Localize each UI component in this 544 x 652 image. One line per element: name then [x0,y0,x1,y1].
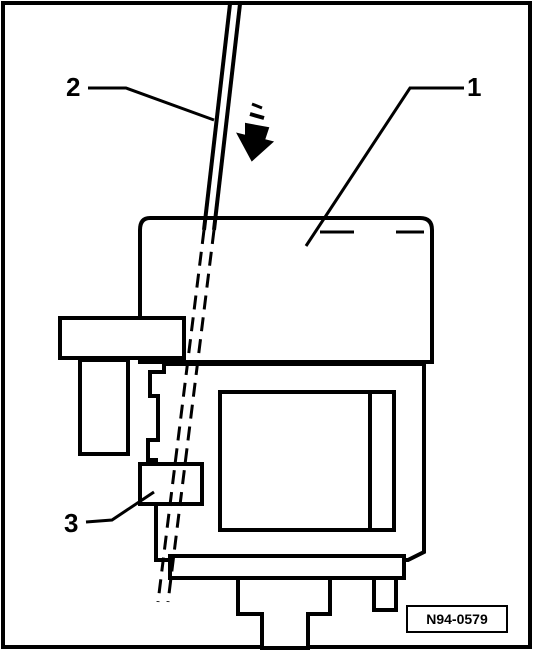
push-direction-arrow [236,102,275,162]
mounting-bracket [78,358,130,456]
leader-line-3 [85,490,155,524]
callout-2: 2 [66,72,81,102]
leader-line-1 [304,86,464,247]
tool-shaft-left-edge [202,3,232,231]
release-tool [156,3,242,603]
figure-reference-text: N94-0579 [426,611,488,627]
tool-hidden-edge [156,229,206,603]
leader-line-2 [88,86,215,122]
upper-housing [138,216,434,364]
figure-reference-box: N94-0579 [406,605,508,633]
base-plate [168,554,406,580]
connector-stub [236,576,332,650]
mounting-arm [58,316,186,360]
tool-shaft-right-edge [212,3,242,231]
window-panel [218,390,396,532]
tool-hidden-edge [166,229,216,603]
callout-3: 3 [64,508,79,538]
callout-1: 1 [467,72,482,102]
mounting-foot [372,576,398,612]
